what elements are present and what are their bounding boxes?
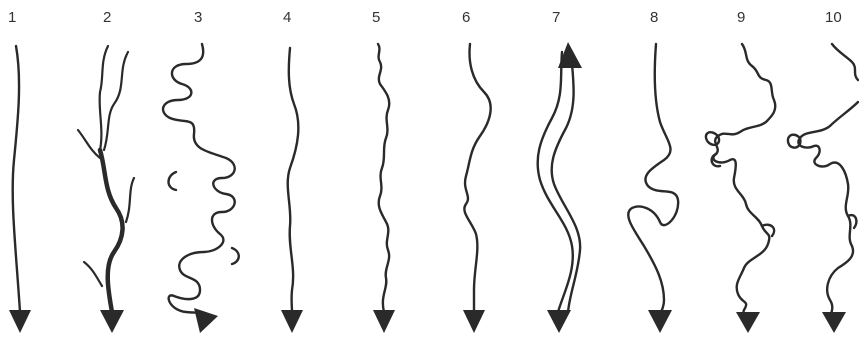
panel-4: 4: [281, 9, 303, 333]
panel-9-number: 9: [737, 9, 745, 26]
panel-8-arrowhead: [648, 310, 672, 333]
panel-9-channel: [713, 44, 775, 322]
panel-5: 5: [372, 9, 395, 333]
panel-2-tributary-b: [104, 52, 128, 150]
panel-1-number: 1: [8, 9, 16, 26]
panel-2-tributary-d: [126, 178, 134, 222]
panel-6: 6: [462, 9, 491, 333]
panel-2-number: 2: [103, 9, 111, 26]
panel-8-channel: [628, 44, 678, 314]
panel-10: 10: [788, 9, 858, 333]
panel-3-arrowhead: [194, 308, 218, 333]
panel-2: 2: [78, 9, 134, 333]
panel-3-number: 3: [194, 9, 202, 26]
panel-7-channel-left: [538, 52, 573, 312]
panel-5-arrowhead: [373, 310, 395, 333]
panel-6-number: 6: [462, 9, 470, 26]
panel-9: 9: [706, 9, 775, 333]
panel-2-arrowhead: [100, 310, 124, 333]
panel-1-arrowhead: [9, 310, 31, 333]
panel-3: 3: [163, 9, 239, 333]
panel-3-channel: [163, 44, 235, 314]
panel-10-arrowhead: [822, 312, 846, 333]
panel-7-channel-right: [552, 64, 580, 312]
panel-5-channel: [378, 44, 389, 312]
panel-7-number: 7: [552, 9, 560, 26]
panel-5-number: 5: [372, 9, 380, 26]
panel-9-arrowhead: [736, 312, 760, 333]
panel-2-tributary-c: [78, 130, 100, 158]
panel-4-channel: [288, 48, 299, 312]
panel-8-number: 8: [650, 9, 658, 26]
panel-4-number: 4: [283, 9, 291, 26]
panel-7-arrowhead-down: [547, 310, 571, 333]
panel-1-channel: [13, 46, 20, 312]
panel-7: 7: [538, 9, 582, 333]
panel-10-channel: [798, 44, 858, 320]
panel-6-arrowhead: [463, 310, 485, 333]
panel-2-tributary-e: [84, 262, 102, 286]
panel-2-main-channel: [100, 150, 123, 312]
panel-3-oxbow-2: [232, 248, 239, 264]
panel-4-arrowhead: [281, 310, 303, 333]
panel-6-channel: [464, 44, 490, 312]
panel-3-oxbow-1: [169, 172, 177, 190]
panel-8: 8: [628, 9, 678, 333]
panel-1: 1: [8, 9, 31, 333]
panel-10-number: 10: [825, 9, 842, 26]
